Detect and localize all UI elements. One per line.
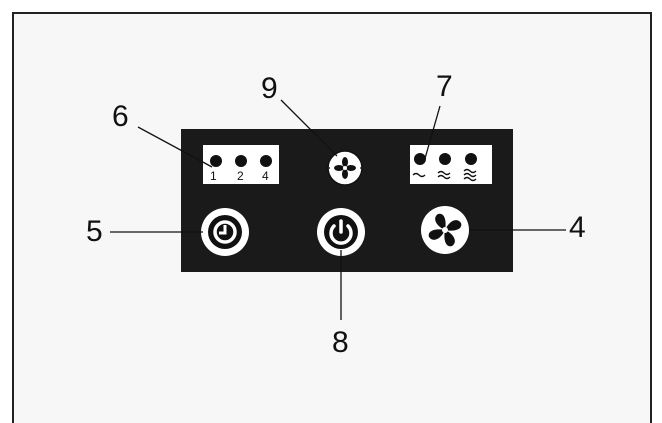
leader-line-7 [423, 105, 441, 163]
callout-4: 4 [569, 211, 586, 244]
callout-5: 5 [86, 215, 103, 248]
callout-9: 9 [261, 72, 278, 105]
speed-led-low [414, 153, 426, 165]
power-button[interactable] [317, 208, 365, 256]
speed-led-strip [410, 145, 492, 184]
timer-led-label-4: 4 [262, 169, 269, 183]
fan-icon [428, 213, 462, 247]
wave-mid-icon [437, 170, 451, 180]
timer-led-1 [210, 155, 222, 167]
timer-button[interactable] [201, 208, 249, 256]
leader-line-6 [137, 126, 213, 168]
timer-led-label-2: 2 [237, 169, 244, 183]
fan-swing-icon [328, 157, 362, 179]
speed-led-mid [439, 153, 451, 165]
timer-led-4 [260, 155, 272, 167]
fan-button[interactable] [421, 206, 469, 254]
power-icon [329, 219, 353, 245]
wave-high-icon [463, 168, 477, 182]
swing-button[interactable] [327, 150, 363, 186]
timer-led-label-1: 1 [210, 169, 217, 183]
wave-low-icon [412, 172, 426, 178]
callout-7: 7 [436, 70, 453, 103]
callout-6: 6 [112, 100, 129, 133]
speed-led-high [465, 153, 477, 165]
clock-icon [213, 220, 237, 244]
timer-led-2 [235, 155, 247, 167]
leader-line-9 [280, 99, 338, 157]
callout-8: 8 [332, 326, 349, 359]
